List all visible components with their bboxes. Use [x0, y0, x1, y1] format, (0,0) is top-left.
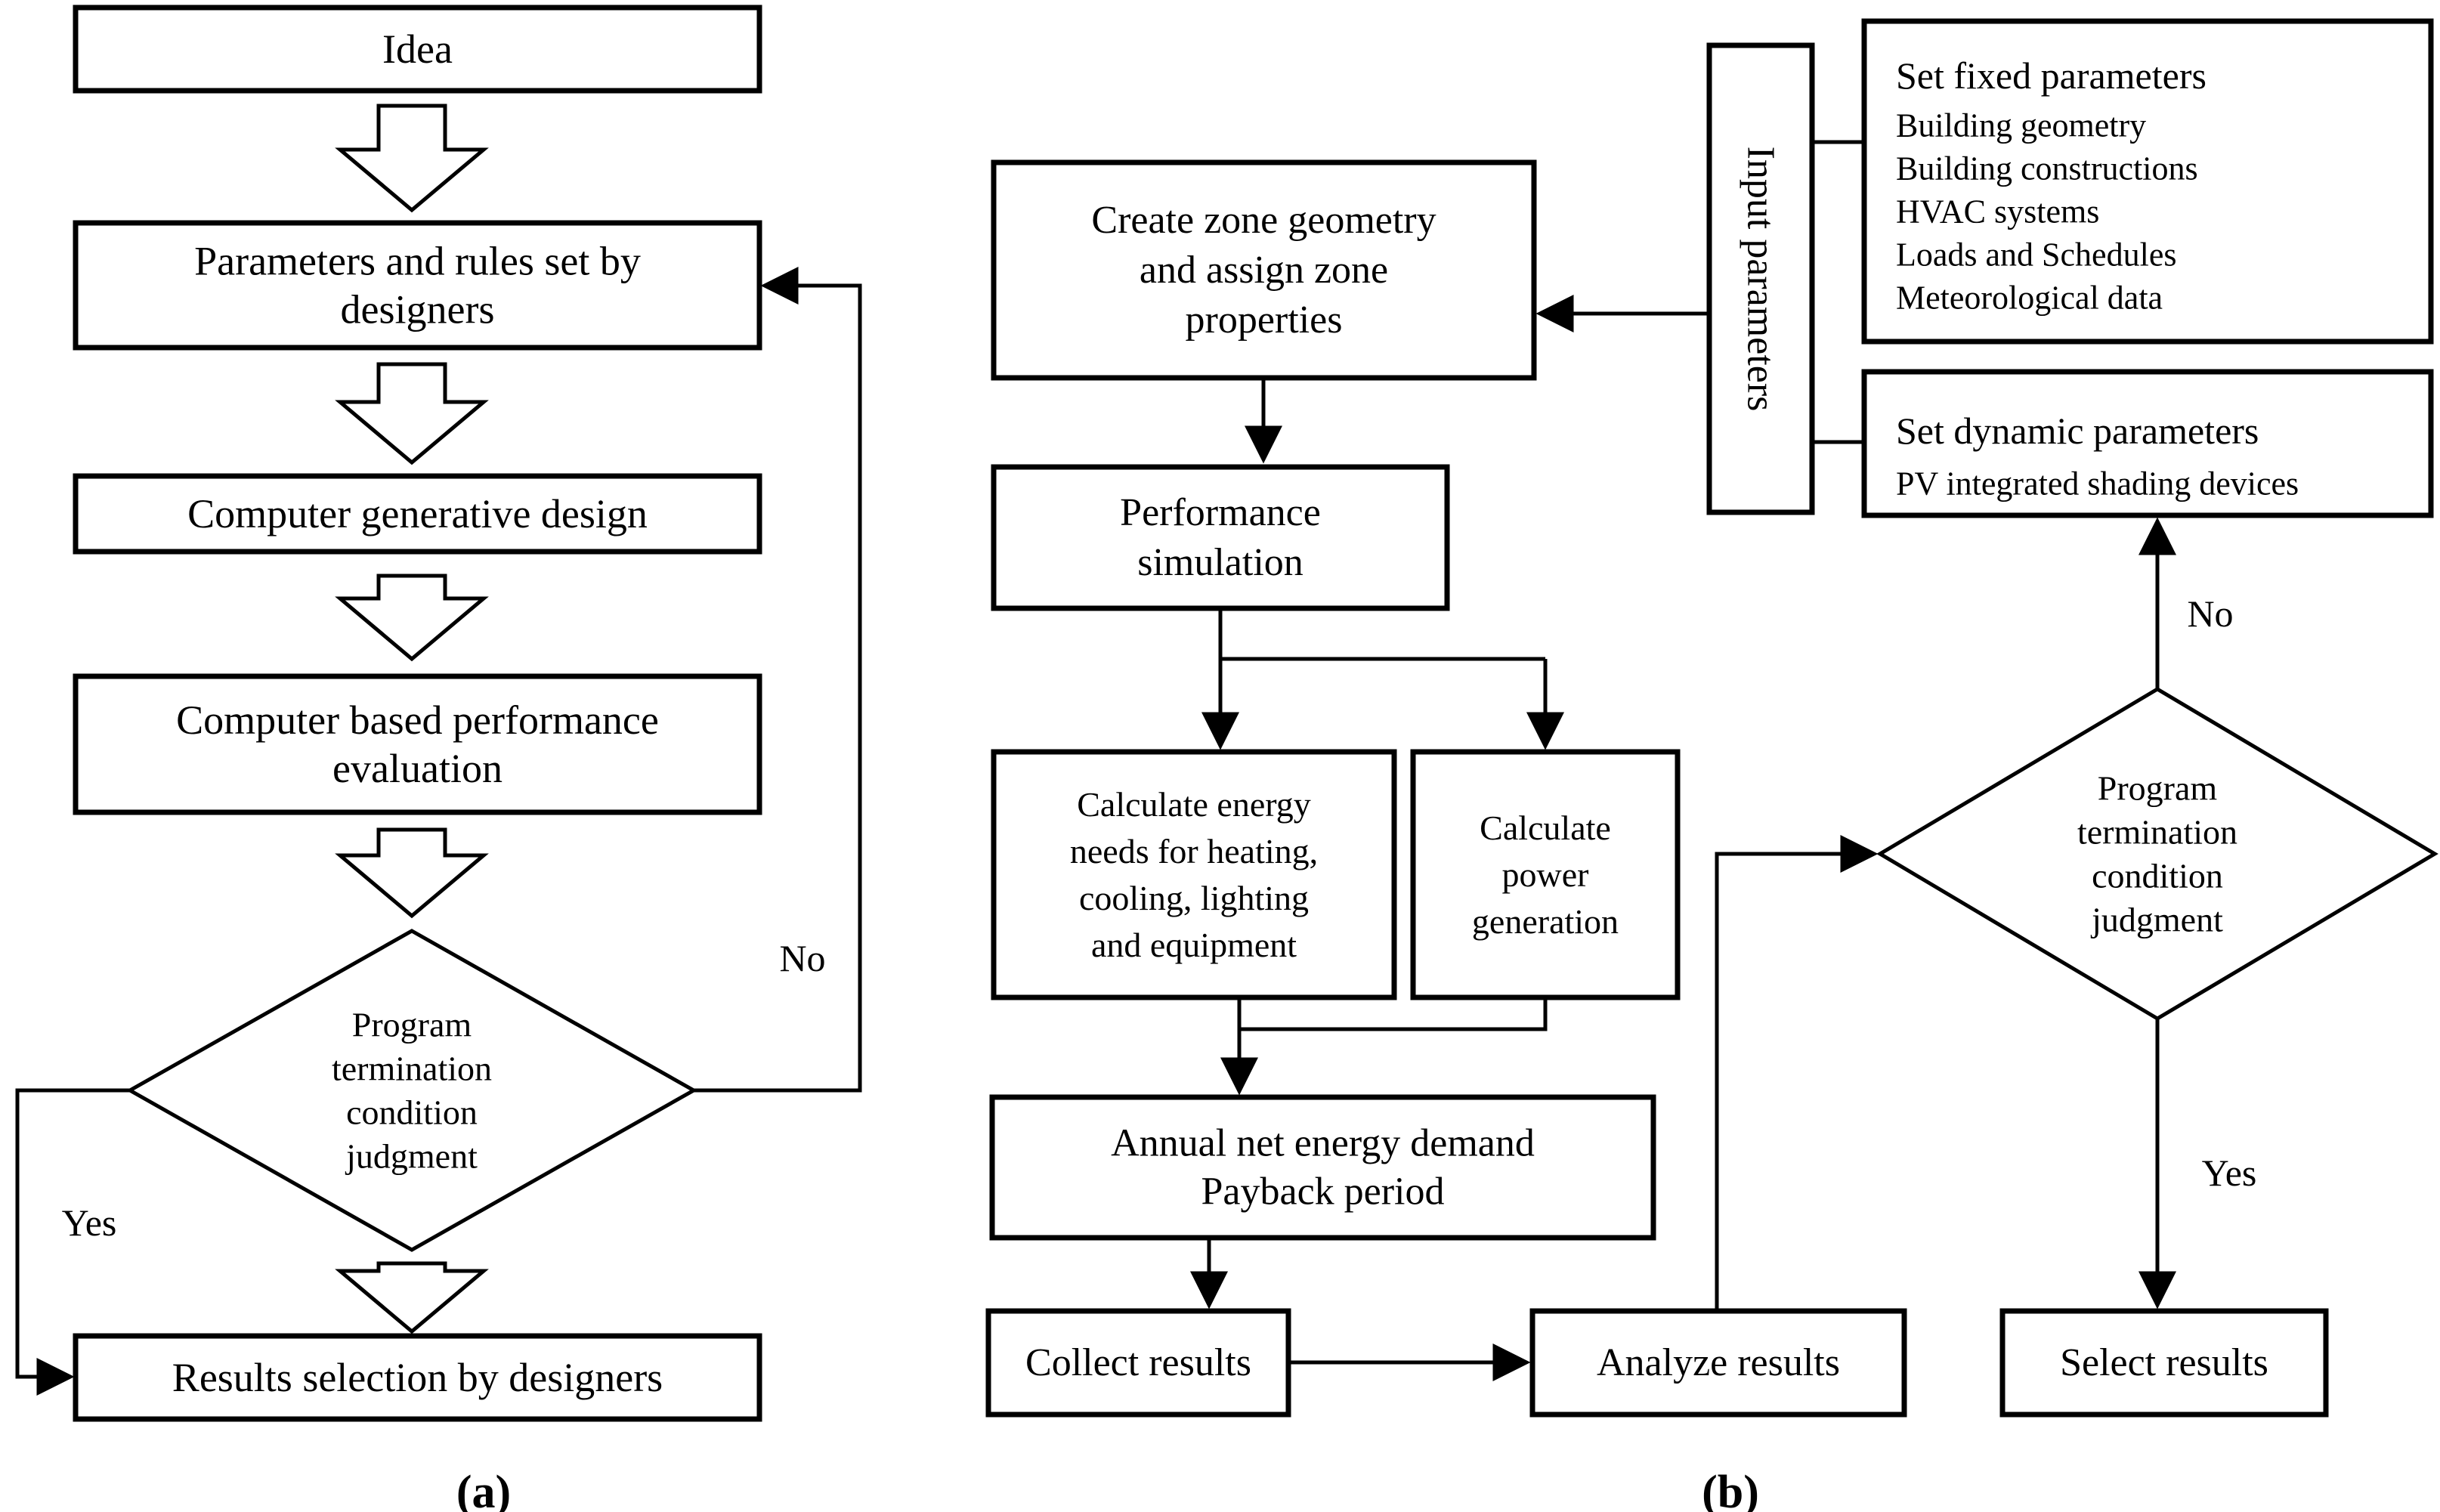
yes-label-a: Yes [62, 1201, 117, 1244]
node-evaluation-label: evaluation [332, 746, 503, 791]
block-arrow-down-icon [335, 827, 489, 919]
node-judgment-b-shape [1876, 687, 2438, 1021]
power-merge-line [1239, 997, 1548, 1031]
node-calc-power-label: generation [1472, 902, 1619, 941]
node-judgment-b-label: Program [2098, 769, 2218, 808]
node-evaluation-label: Computer based performance [176, 697, 659, 743]
node-judgment-a: Program termination condition judgment [125, 929, 698, 1252]
node-parameters-label: Parameters and rules set by [194, 239, 641, 284]
no-label-b: No [2187, 592, 2233, 635]
node-collect-label: Collect results [1025, 1341, 1251, 1384]
node-parameters-box [73, 220, 762, 351]
node-create-zone-label: Create zone geometry [1091, 199, 1436, 242]
node-set-fixed-item: Meteorological data [1896, 280, 2163, 317]
no-label-a: No [779, 937, 825, 979]
node-annual-label: Payback period [1201, 1170, 1444, 1214]
node-set-fixed-title: Set fixed parameters [1896, 54, 2207, 97]
node-simulation-label: Performance [1120, 491, 1321, 534]
node-idea-label: Idea [382, 26, 453, 72]
node-set-dynamic: Set dynamic parameters PV integrated shad… [1861, 369, 2434, 518]
node-generative-box [73, 473, 762, 555]
node-judgment-a-label: termination [332, 1050, 492, 1088]
node-annual-label: Annual net energy demand [1111, 1122, 1535, 1165]
node-judgment-b-label: termination [2077, 813, 2237, 852]
node-calc-power-label: power [1502, 855, 1589, 894]
node-collect-box [985, 1308, 1291, 1418]
block-arrow-down-icon [335, 1261, 489, 1334]
node-create-zone-label: properties [1186, 298, 1343, 342]
node-input-parameters: Input parameters [1706, 42, 1815, 515]
node-set-dynamic-title: Set dynamic parameters [1896, 410, 2259, 452]
node-set-fixed-item: Building constructions [1896, 150, 2198, 187]
node-set-dynamic-box [1861, 369, 2434, 518]
node-idea: Idea [73, 5, 762, 94]
node-calc-energy-label: and equipment [1091, 926, 1297, 964]
node-set-fixed-box [1861, 18, 2434, 345]
analyze-to-judgment-arrow [1715, 835, 1879, 1311]
node-collect: Collect results [985, 1308, 1291, 1418]
node-create-zone-label: and assign zone [1140, 249, 1388, 292]
panel-a-caption: (a) [456, 1467, 511, 1512]
node-judgment-a-label: Program [352, 1006, 472, 1044]
node-set-fixed-item: Building geometry [1896, 107, 2146, 144]
node-idea-box [73, 5, 762, 94]
node-simulation-box [991, 464, 1450, 611]
block-arrow-down-icon [335, 104, 489, 213]
node-judgment-b-label: judgment [2090, 901, 2223, 939]
node-results-box [73, 1333, 762, 1422]
no-feedback-edge [694, 267, 862, 1093]
node-select: Select results [1999, 1308, 2329, 1418]
node-create-zone: Create zone geometry and assign zone prope… [991, 159, 1537, 381]
node-calc-energy-box [991, 749, 1397, 1000]
node-calc-power-box [1410, 749, 1681, 1000]
node-judgment-a-label: judgment [345, 1137, 478, 1176]
node-judgment-b-label: condition [2092, 857, 2223, 895]
node-results-label: Results selection by designers [172, 1355, 663, 1400]
node-create-zone-box [991, 159, 1537, 381]
node-set-fixed-item: HVAC systems [1896, 193, 2099, 230]
node-simulation: Performance simulation [991, 464, 1450, 611]
simulation-branch-line [1218, 608, 1545, 661]
node-input-parameters-box [1706, 42, 1815, 515]
node-calc-energy-label: needs for heating, [1070, 832, 1318, 870]
node-evaluation-box [73, 673, 762, 815]
yes-edge [15, 1088, 130, 1396]
node-calc-energy: Calculate energy needs for heating, coolin… [991, 749, 1397, 1000]
node-analyze-label: Analyze results [1597, 1341, 1840, 1384]
node-analyze: Analyze results [1529, 1308, 1907, 1418]
node-results: Results selection by designers [73, 1333, 762, 1422]
node-annual-box [989, 1094, 1656, 1241]
node-input-parameters-label: Input parameters [1740, 147, 1783, 412]
node-judgment-b: Program termination condition judgment [1876, 687, 2438, 1021]
node-generative-label: Computer generative design [187, 491, 648, 536]
node-calc-power-label: Calculate [1480, 809, 1611, 847]
node-simulation-label: simulation [1137, 541, 1303, 584]
node-set-fixed-item: Loads and Schedules [1896, 237, 2176, 274]
block-arrow-down-icon [335, 362, 489, 465]
node-select-box [1999, 1308, 2329, 1418]
node-parameters-label: designers [341, 287, 495, 332]
node-calc-energy-label: cooling, lighting [1079, 879, 1309, 917]
node-judgment-a-shape [125, 929, 698, 1252]
panel-b-caption: (b) [1702, 1467, 1759, 1512]
node-calc-energy-label: Calculate energy [1077, 785, 1311, 824]
block-arrow-down-icon [335, 574, 489, 662]
node-set-dynamic-item: PV integrated shading devices [1896, 465, 2299, 502]
node-select-label: Select results [2060, 1341, 2268, 1384]
node-calc-power: Calculate power generation [1410, 749, 1681, 1000]
node-generative: Computer generative design [73, 473, 762, 555]
node-judgment-a-label: condition [346, 1093, 478, 1132]
yes-label-b: Yes [2202, 1152, 2257, 1194]
node-analyze-box [1529, 1308, 1907, 1418]
